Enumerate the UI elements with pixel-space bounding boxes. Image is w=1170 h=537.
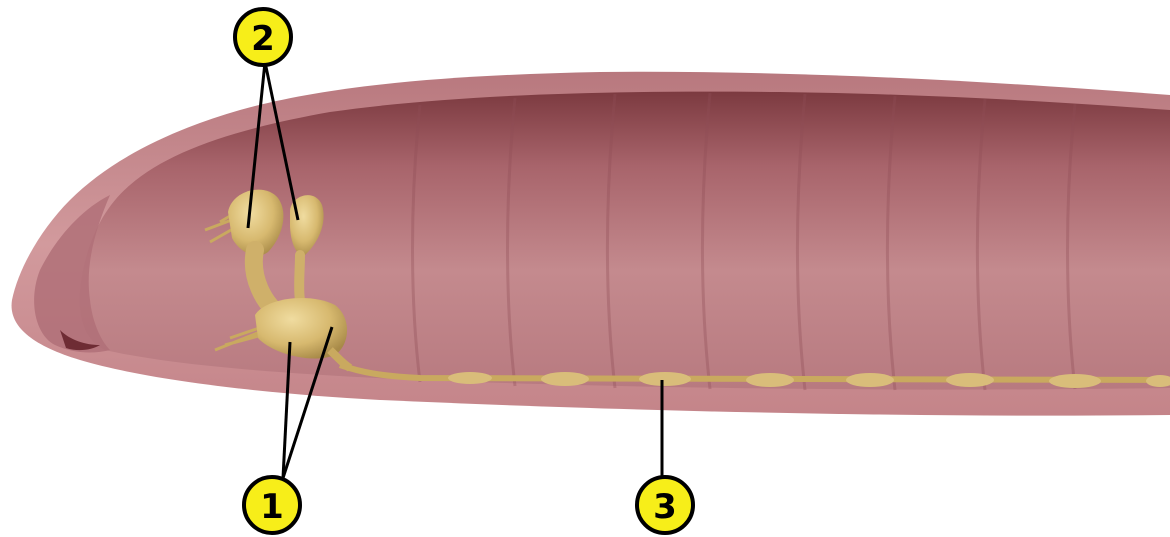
callout-1: 1 bbox=[244, 477, 300, 533]
callout-2-label: 2 bbox=[251, 19, 275, 59]
callout-2: 2 bbox=[235, 9, 291, 65]
callout-1-label: 1 bbox=[260, 487, 284, 527]
callout-3: 3 bbox=[637, 477, 693, 533]
callout-3-label: 3 bbox=[653, 487, 677, 527]
